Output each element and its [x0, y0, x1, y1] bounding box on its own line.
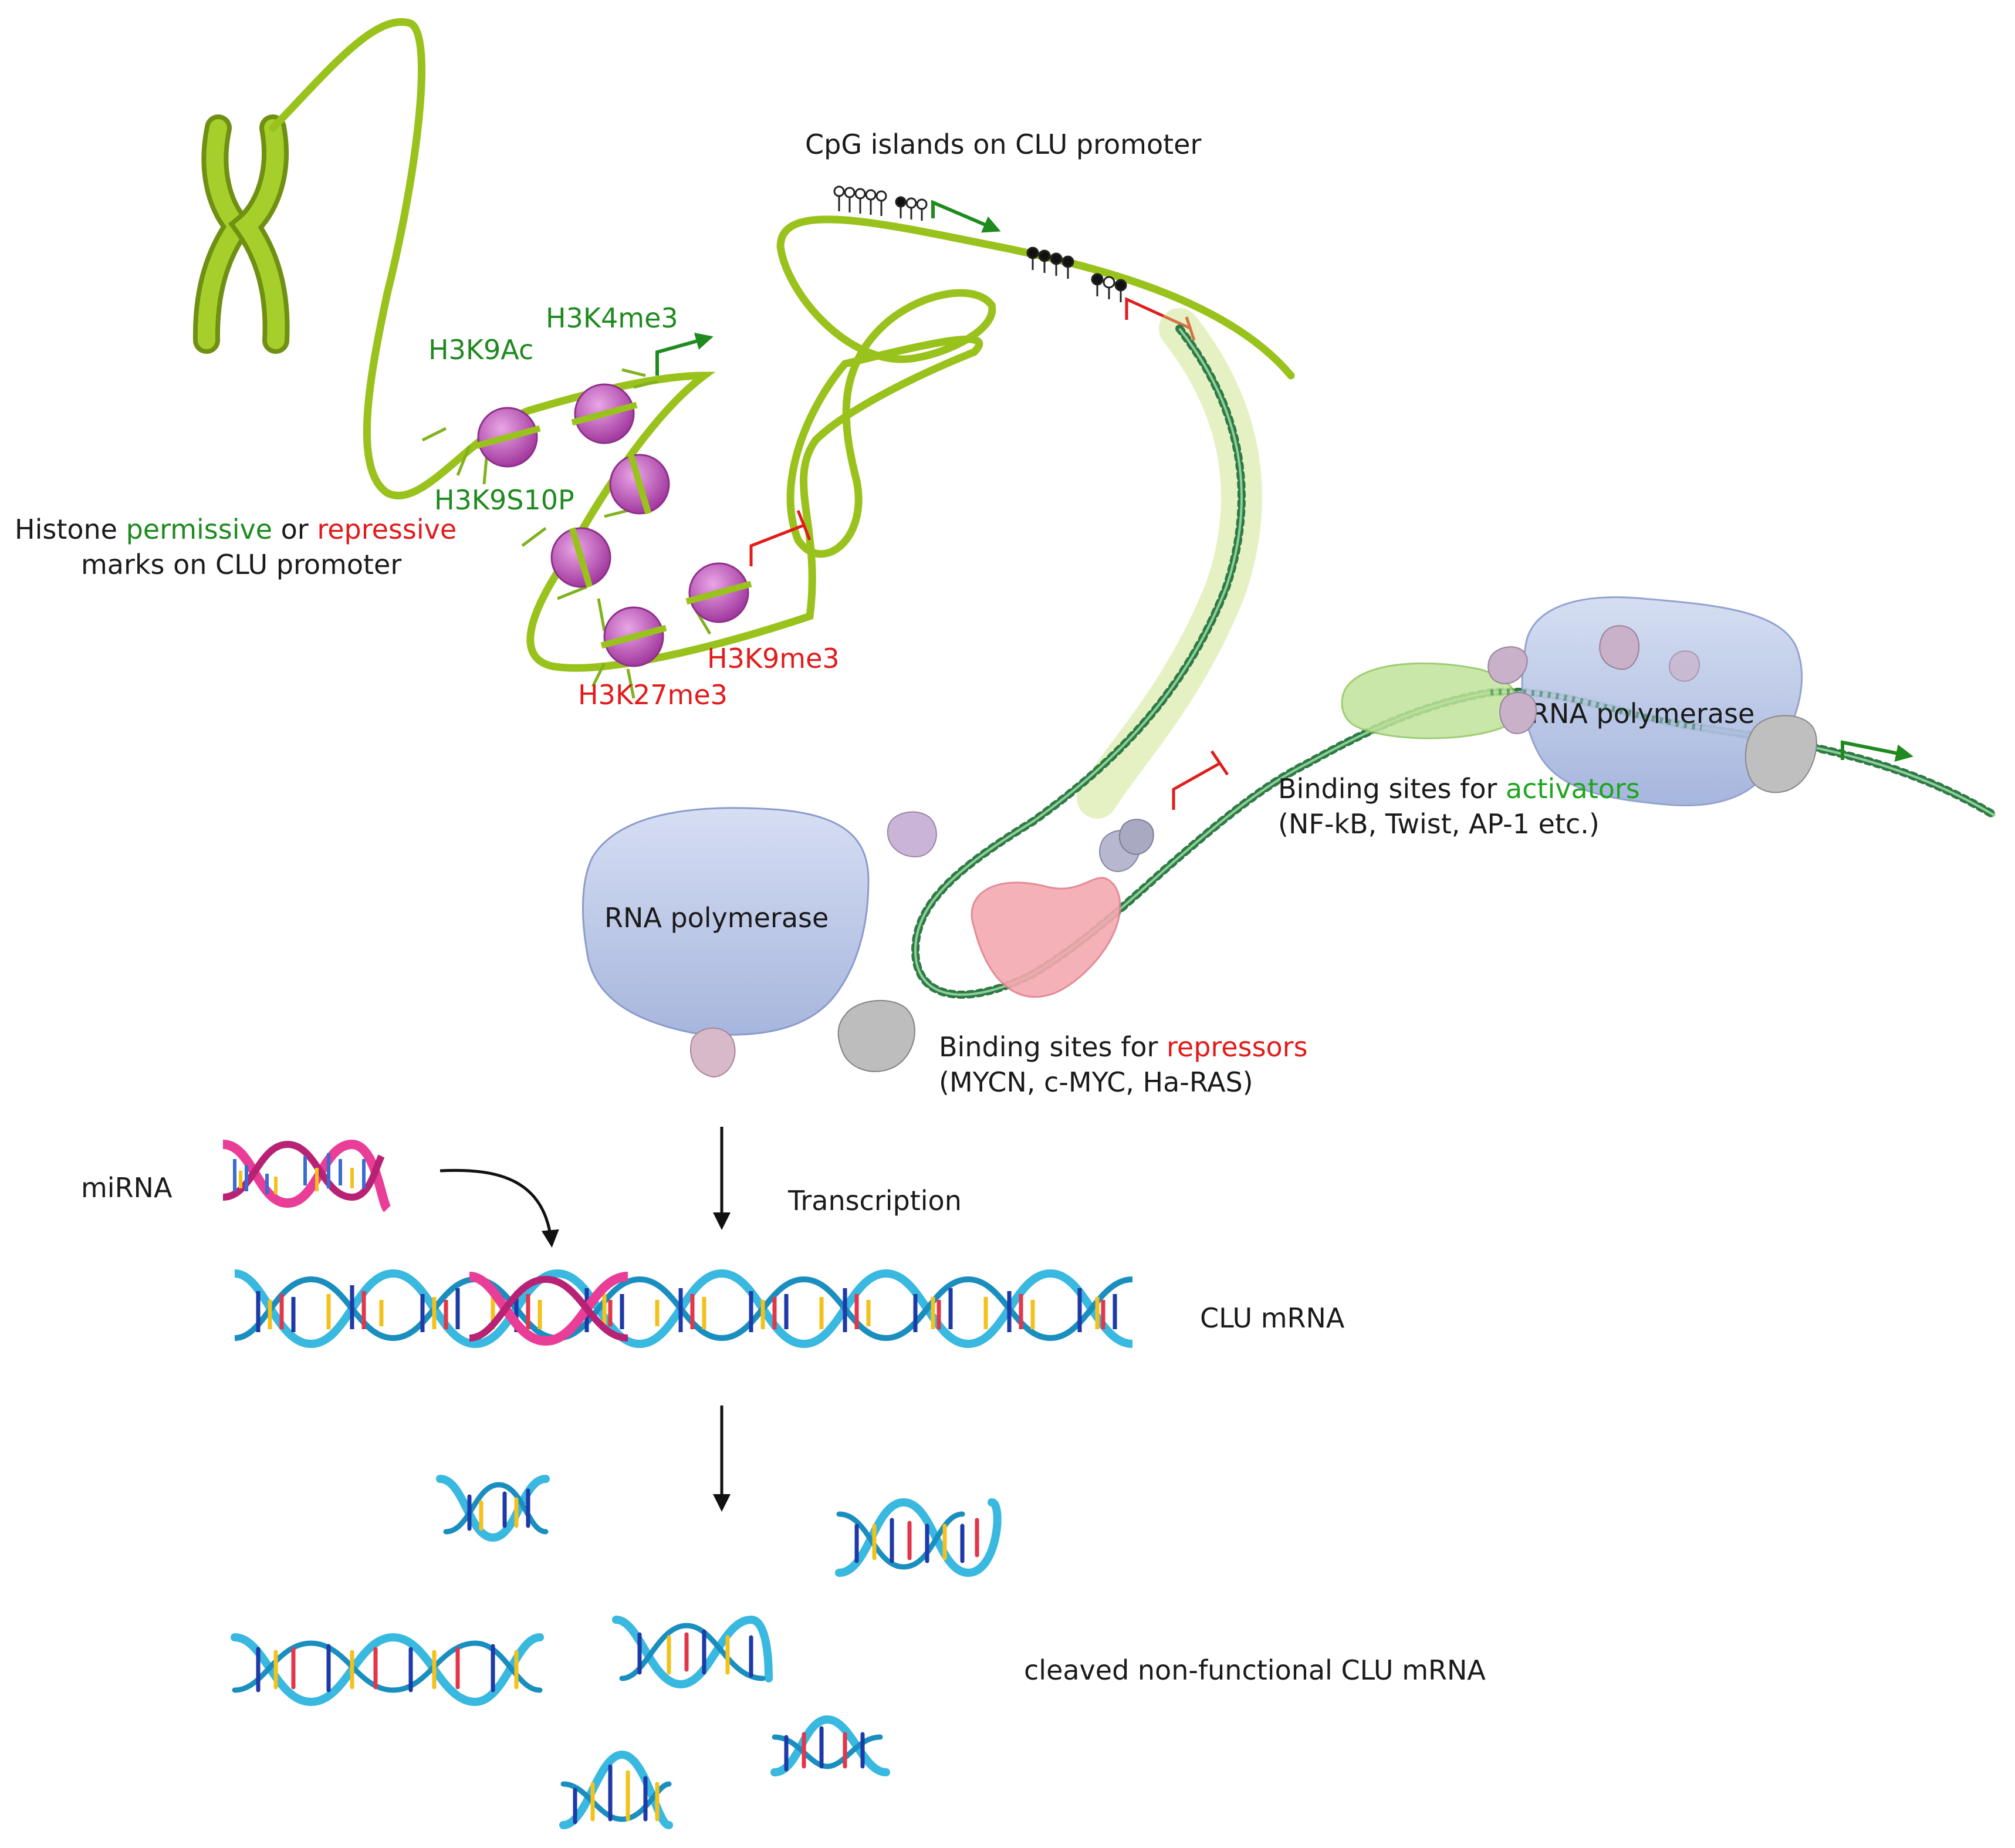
fragment-6	[559, 1750, 673, 1829]
repressors-caption-keyword: repressors	[1167, 1031, 1308, 1063]
mirna-targeting-arrow-icon	[439, 1168, 559, 1248]
cpg-caption: CpG islands on CLU promoter	[805, 129, 1201, 160]
histone-caption: Histone permissive or repressive	[15, 513, 457, 545]
repressors-caption: Binding sites for repressors	[939, 1031, 1308, 1063]
repressor-factor-icon	[689, 811, 937, 1078]
mark-h3k27me3: H3K27me3	[578, 679, 728, 711]
transcription-start-arrow-icon	[655, 332, 714, 376]
repressor-binding-blob	[971, 877, 1121, 998]
cleaved-mrna-label: cleaved non-functional CLU mRNA	[1024, 1654, 1486, 1686]
nucleosome-icon	[421, 368, 752, 699]
rna-polymerase-right-label: RNA polymerase	[1530, 698, 1754, 729]
rna-polymerase-left	[581, 807, 870, 1036]
clu-mrna-helix	[234, 1269, 1133, 1349]
dna-through-polymerase	[1490, 688, 1702, 731]
polymerase-start-arrow-icon	[1841, 740, 1913, 762]
transcription-factor-icon	[1099, 625, 1817, 873]
activator-repression-tbar-icon	[1172, 750, 1229, 810]
fragment-3	[231, 1633, 544, 1707]
activators-examples: (NF-kB, Twist, AP-1 etc.)	[1278, 808, 1600, 840]
repression-tbar-icon	[749, 510, 812, 566]
histone-caption-line2: marks on CLU promoter	[81, 549, 401, 580]
fragment-2	[835, 1498, 1002, 1577]
mark-h3k9me3: H3K9me3	[707, 643, 840, 674]
repressors-caption-prefix: Binding sites for	[939, 1031, 1167, 1063]
mirna-label: miRNA	[81, 1172, 173, 1204]
fragment-4	[612, 1615, 773, 1689]
cleaved-mrna-fragments	[231, 1475, 1002, 1829]
cpg-methylation-lollipop-icon	[833, 185, 1127, 302]
mirna-bound-to-mrna	[468, 1272, 628, 1346]
chromatin-fiber	[269, 18, 1295, 672]
chromosome-icon	[192, 114, 290, 354]
mark-h3k4me3: H3K4me3	[546, 302, 678, 334]
fragment-1	[436, 1475, 550, 1542]
repressors-examples: (MYCN, c-MYC, Ha-RAS)	[939, 1066, 1253, 1098]
activators-caption-keyword: activators	[1506, 773, 1640, 805]
rna-polymerase-left-label: RNA polymerase	[604, 902, 829, 934]
cpg-start-arrow-icon	[931, 200, 1001, 233]
cpg-repression-tbar-icon	[1125, 297, 1196, 341]
histone-caption-prefix: Histone	[15, 513, 126, 545]
mark-h3k9ac: H3K9Ac	[428, 334, 533, 366]
histone-caption-repressive: repressive	[317, 513, 457, 545]
mark-h3k9s10p: H3K9S10P	[434, 484, 574, 516]
histone-caption-or: or	[272, 513, 317, 545]
clu-mrna-label: CLU mRNA	[1200, 1302, 1345, 1334]
activators-caption: Binding sites for activators	[1278, 773, 1640, 805]
transcription-label: Transcription	[787, 1185, 962, 1217]
activators-caption-prefix: Binding sites for	[1278, 773, 1506, 805]
histone-caption-permissive: permissive	[126, 513, 272, 545]
fragment-5	[770, 1715, 890, 1776]
mirna-helix-icon	[222, 1139, 391, 1212]
